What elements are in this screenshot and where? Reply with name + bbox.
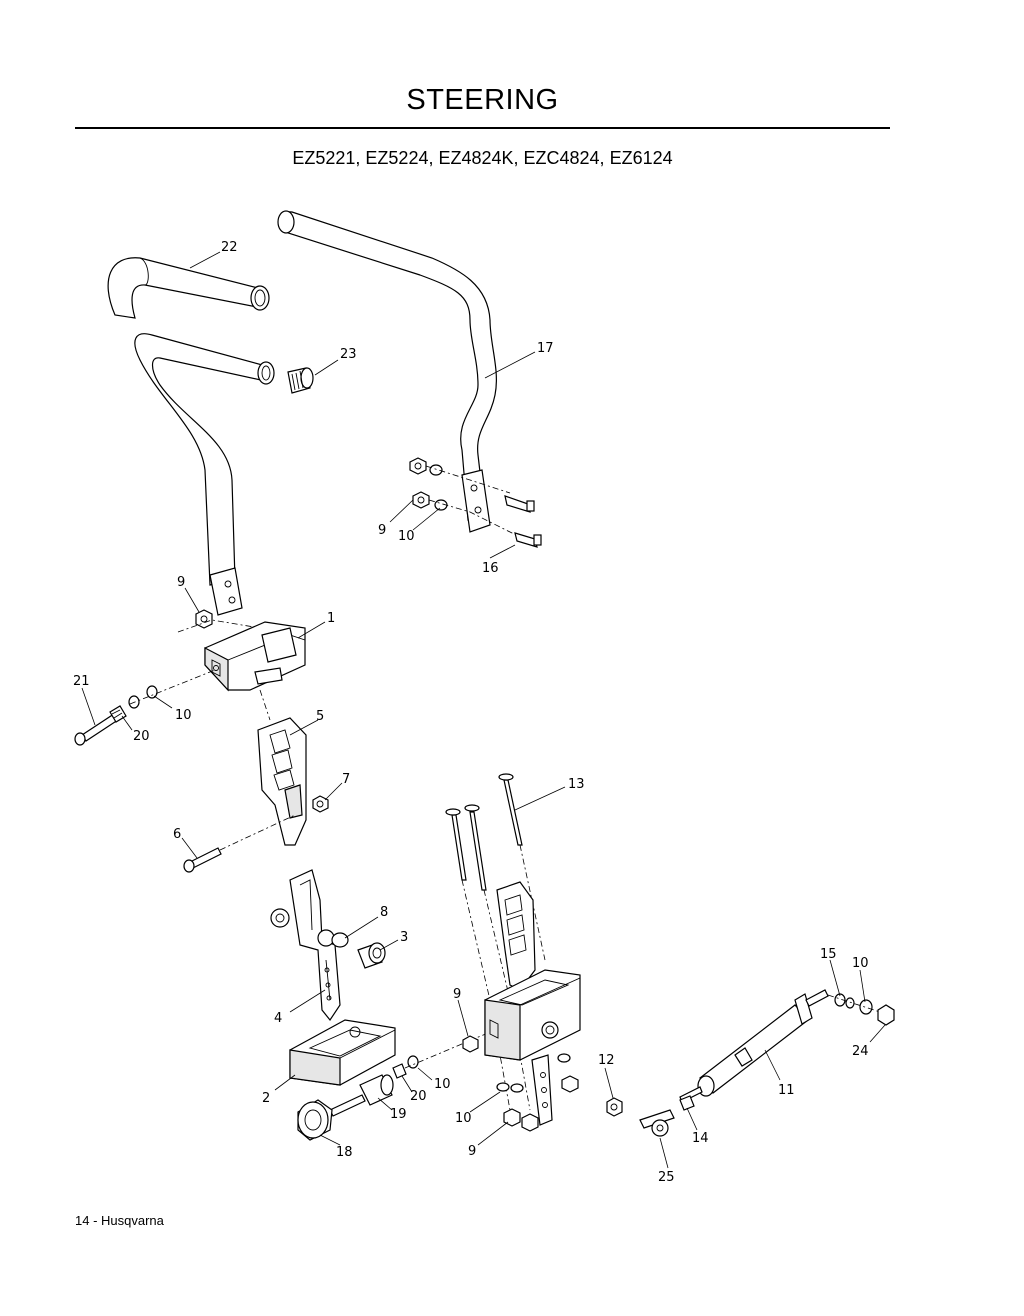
page-title: STEERING [406, 84, 559, 116]
callout-10: 10 [398, 529, 415, 544]
callout-12: 12 [598, 1053, 615, 1068]
callout-10: 10 [434, 1077, 451, 1092]
callout-10: 10 [455, 1111, 472, 1126]
callout-3: 3 [400, 930, 408, 945]
callout-8: 8 [380, 905, 388, 920]
knob-18 [297, 1094, 366, 1141]
callout-25: 25 [658, 1170, 675, 1185]
title-rule [75, 127, 890, 129]
callout-17: 17 [537, 341, 554, 356]
nut-12 [606, 1097, 623, 1117]
ball-joint-25 [639, 1109, 675, 1137]
spacer-19 [359, 1074, 394, 1106]
callout-11: 11 [778, 1083, 795, 1098]
callout-23: 23 [340, 347, 357, 362]
bracket-1 [204, 621, 306, 692]
callout-5: 5 [316, 709, 324, 724]
callout-7: 7 [342, 772, 350, 787]
bolt-21-group [74, 669, 216, 746]
callout-14: 14 [692, 1131, 709, 1146]
nut-9-right [462, 1035, 479, 1053]
callout-10: 10 [852, 956, 869, 971]
callout-leaders [81, 251, 886, 1169]
bolts-13 [445, 773, 546, 1111]
callout-24: 24 [852, 1044, 869, 1059]
right-bracket [484, 969, 581, 1126]
lever-arm-4 [270, 869, 341, 1022]
page-footer: 14 - Husqvarna [75, 1213, 164, 1228]
handle-17 [277, 210, 497, 533]
bolt-6 [183, 814, 296, 873]
nut-20-lower [392, 1063, 407, 1079]
plate-5 [257, 689, 307, 846]
callout-20: 20 [133, 729, 150, 744]
nut-7 [312, 795, 329, 813]
callout-6: 6 [173, 827, 181, 842]
washer-10-lower [404, 1029, 496, 1069]
callout-21: 21 [73, 674, 90, 689]
right-end-hardware [827, 993, 895, 1026]
callout-labels: 22 23 17 9 10 16 9 1 21 10 20 5 7 6 13 8… [73, 240, 869, 1185]
damper-11 [679, 989, 829, 1103]
callout-9: 9 [453, 987, 461, 1002]
callout-22: 22 [221, 240, 238, 255]
right-lever-plate [496, 881, 536, 991]
handle-22 [107, 257, 270, 319]
nut-9-upper-left [177, 609, 261, 633]
callout-9: 9 [468, 1144, 476, 1159]
handle-17-hardware [409, 457, 542, 548]
model-list: EZ5221, EZ5224, EZ4824K, EZC4824, EZ6124 [292, 148, 673, 168]
callout-9: 9 [378, 523, 386, 538]
callout-1: 1 [327, 611, 335, 626]
callout-19: 19 [390, 1107, 407, 1122]
callout-20: 20 [410, 1089, 427, 1104]
bushing-3 [357, 942, 386, 969]
base-block-2 [289, 1019, 396, 1086]
callout-9: 9 [177, 575, 185, 590]
callout-18: 18 [336, 1145, 353, 1160]
callout-4: 4 [274, 1011, 282, 1026]
nut-14 [679, 1095, 695, 1111]
callout-13: 13 [568, 777, 585, 792]
callout-10: 10 [175, 708, 192, 723]
bracket-lower-hardware [496, 1053, 579, 1132]
grip-plug-23 [287, 367, 314, 394]
callout-16: 16 [482, 561, 499, 576]
spacer-8 [331, 932, 349, 948]
callout-2: 2 [262, 1091, 270, 1106]
callout-15: 15 [820, 947, 837, 962]
left-steering-arm [134, 333, 275, 616]
